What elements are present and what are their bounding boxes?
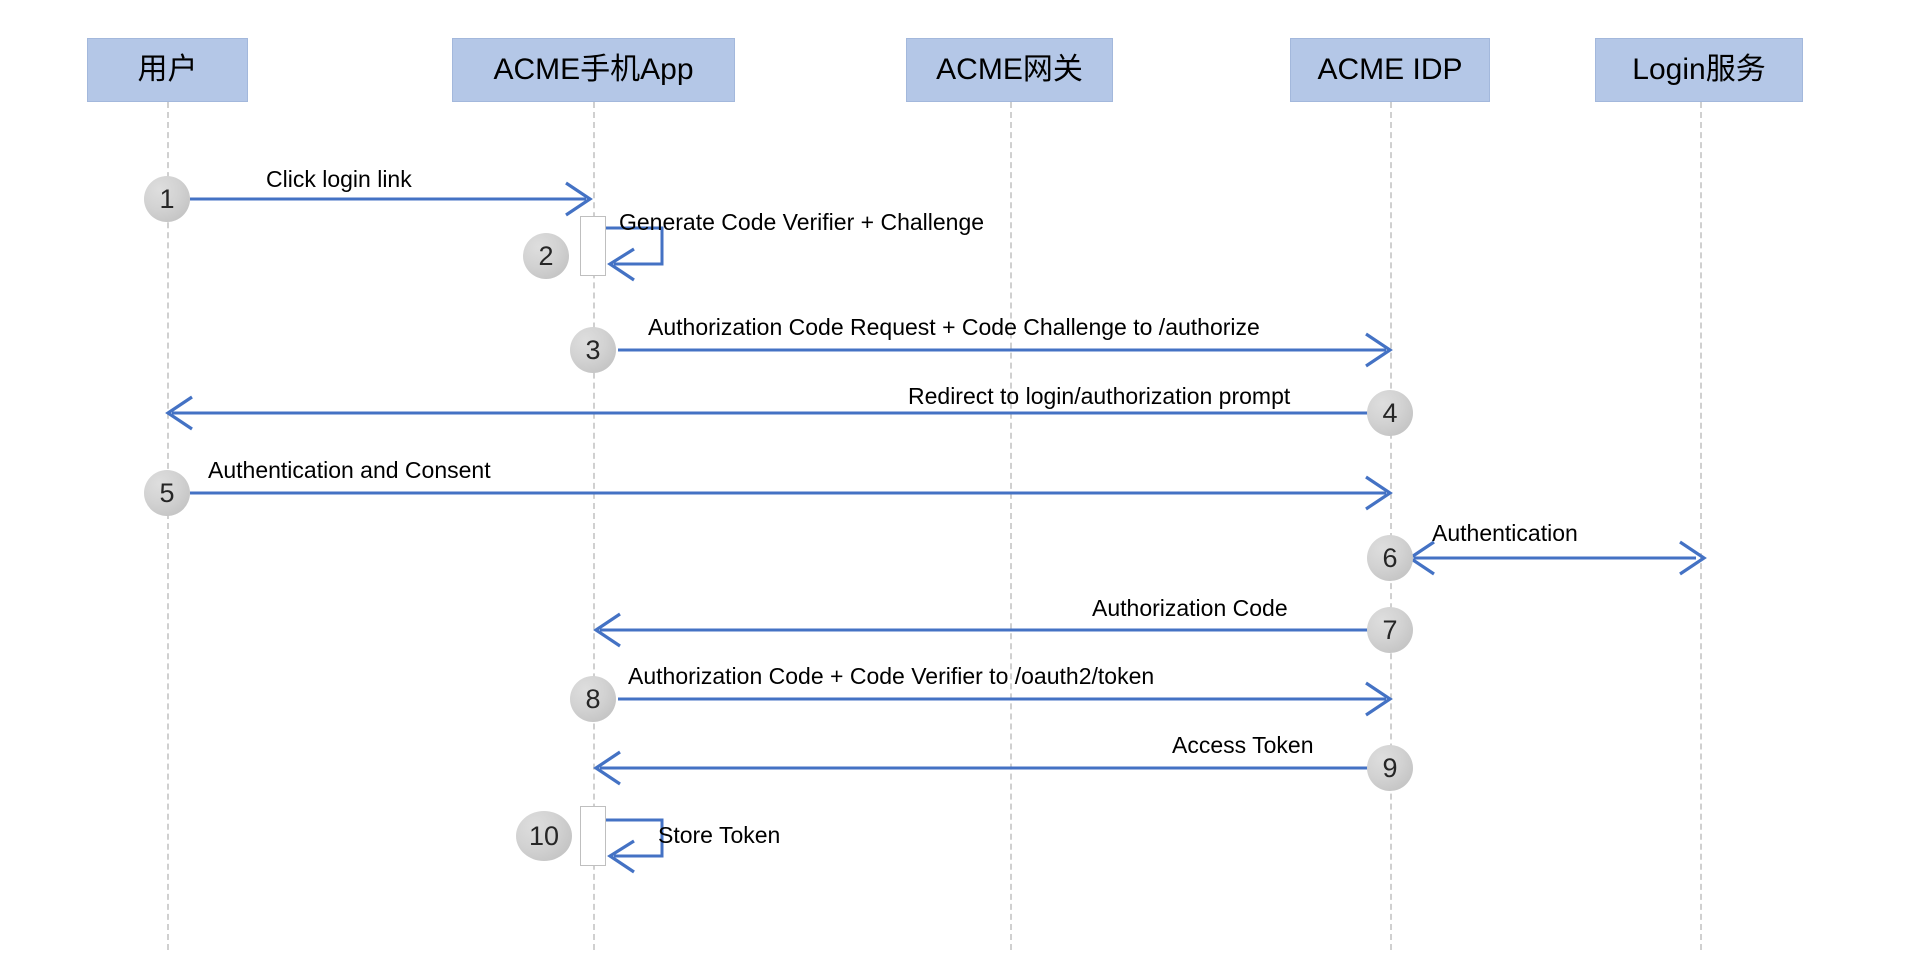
step-number-2: 2 bbox=[538, 240, 554, 271]
step-number-8: 8 bbox=[585, 683, 601, 714]
arrow-step-2-self bbox=[606, 226, 664, 282]
participant-idp[interactable]: ACME IDP bbox=[1290, 38, 1490, 102]
step-number-9: 9 bbox=[1382, 752, 1398, 783]
step-marker-5[interactable]: 5 bbox=[144, 470, 190, 516]
message-label-8: Authorization Code + Code Verifier to /o… bbox=[628, 663, 1155, 689]
participant-gateway[interactable]: ACME网关 bbox=[906, 38, 1113, 102]
message-label-3: Authorization Code Request + Code Challe… bbox=[648, 314, 1260, 340]
message-label-4: Redirect to login/authorization prompt bbox=[908, 383, 1291, 409]
step-number-7: 7 bbox=[1382, 614, 1398, 645]
lifeline-gateway bbox=[1010, 102, 1012, 950]
participant-app[interactable]: ACME手机App bbox=[452, 38, 735, 102]
step-number-5: 5 bbox=[159, 477, 175, 508]
step-marker-2[interactable]: 2 bbox=[523, 233, 569, 279]
step-number-4: 4 bbox=[1382, 397, 1398, 428]
step-marker-7[interactable]: 7 bbox=[1367, 607, 1413, 653]
lifeline-app bbox=[593, 102, 595, 950]
participant-login[interactable]: Login服务 bbox=[1595, 38, 1803, 102]
step-marker-6[interactable]: 6 bbox=[1367, 535, 1413, 581]
message-label-1: Click login link bbox=[266, 166, 412, 192]
lifeline-user bbox=[167, 102, 169, 950]
lifeline-login bbox=[1700, 102, 1702, 950]
activation-box-app-step2 bbox=[580, 216, 606, 276]
step-marker-8[interactable]: 8 bbox=[570, 676, 616, 722]
participant-user[interactable]: 用户 bbox=[87, 38, 248, 102]
message-label-2: Generate Code Verifier + Challenge bbox=[619, 209, 985, 235]
step-number-1: 1 bbox=[159, 183, 175, 214]
participant-label-idp: ACME IDP bbox=[1317, 53, 1463, 86]
step-marker-4[interactable]: 4 bbox=[1367, 390, 1413, 436]
step-marker-9[interactable]: 9 bbox=[1367, 745, 1413, 791]
arrow-step-10-self bbox=[606, 818, 664, 874]
message-label-5: Authentication and Consent bbox=[208, 457, 491, 483]
step-marker-10[interactable]: 10 bbox=[516, 811, 572, 861]
arrow-step-6 bbox=[1407, 540, 1707, 576]
step-marker-3[interactable]: 3 bbox=[570, 327, 616, 373]
participant-label-login: Login服务 bbox=[1632, 53, 1766, 86]
message-label-6: Authentication bbox=[1432, 520, 1578, 546]
lifeline-idp bbox=[1390, 102, 1392, 950]
step-number-10: 10 bbox=[528, 820, 560, 851]
message-label-10: Store Token bbox=[658, 822, 781, 848]
message-label-7: Authorization Code bbox=[1092, 595, 1288, 621]
message-label-9: Access Token bbox=[1172, 732, 1314, 758]
participant-label-gateway: ACME网关 bbox=[936, 53, 1083, 86]
step-marker-1[interactable]: 1 bbox=[144, 176, 190, 222]
activation-box-app-step10 bbox=[580, 806, 606, 866]
participant-label-user: 用户 bbox=[137, 53, 198, 86]
step-number-6: 6 bbox=[1382, 542, 1398, 573]
participant-label-app: ACME手机App bbox=[493, 53, 694, 86]
step-number-3: 3 bbox=[585, 334, 601, 365]
